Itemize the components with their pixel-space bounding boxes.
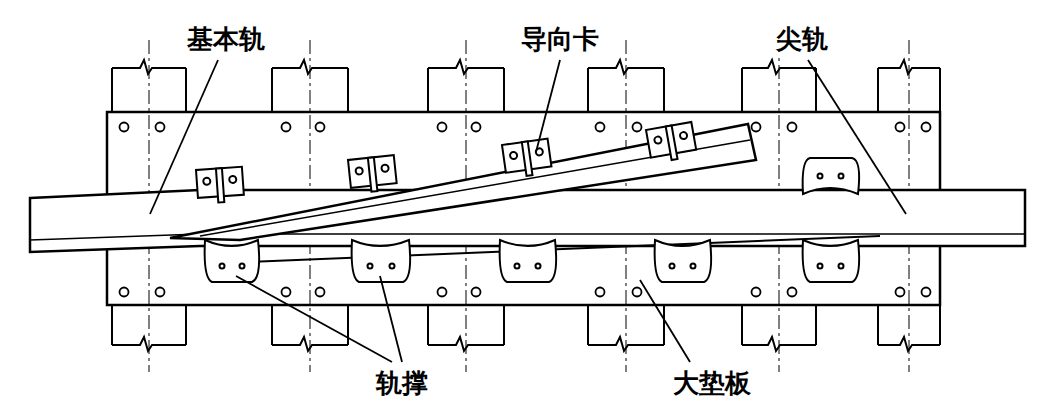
stock-rail xyxy=(30,190,1025,252)
rail-braces xyxy=(205,158,860,282)
switch-rail-foot xyxy=(250,236,880,262)
guide-clips xyxy=(196,122,697,204)
part-label: 大垫板 xyxy=(670,369,754,399)
part-label: 导向卡 xyxy=(518,25,602,55)
part-label: 尖轨 xyxy=(773,25,831,55)
part-label: 轨撑 xyxy=(373,369,431,399)
part-label: 基本轨 xyxy=(184,25,268,55)
leader-lines xyxy=(150,60,906,362)
switch-rail xyxy=(170,124,756,240)
